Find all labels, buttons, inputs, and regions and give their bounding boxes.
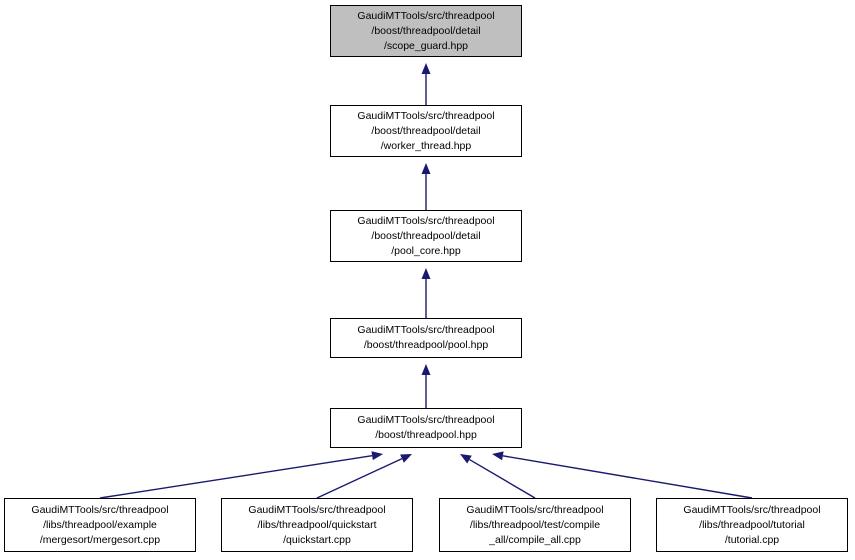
graph-node-label: GaudiMTTools/src/threadpool /boost/threa…	[357, 214, 495, 257]
graph-node-label: GaudiMTTools/src/threadpool /libs/thread…	[248, 503, 386, 546]
graph-node-scope_guard[interactable]: GaudiMTTools/src/threadpool /boost/threa…	[330, 5, 522, 57]
graph-node-label: GaudiMTTools/src/threadpool /boost/threa…	[357, 109, 495, 152]
dependency-edge	[316, 454, 412, 499]
edge-arrowhead	[371, 451, 383, 461]
edge-line	[99, 454, 373, 499]
edge-arrowhead	[460, 454, 472, 464]
graph-node-pool[interactable]: GaudiMTTools/src/threadpool /boost/threa…	[330, 318, 522, 358]
graph-node-label: GaudiMTTools/src/threadpool /libs/thread…	[466, 503, 604, 546]
dependency-edge	[421, 364, 431, 408]
graph-node-worker_thread[interactable]: GaudiMTTools/src/threadpool /boost/threa…	[330, 105, 522, 157]
dependency-edge	[421, 268, 431, 318]
graph-node-label: GaudiMTTools/src/threadpool /boost/threa…	[357, 324, 495, 351]
graph-node-label: GaudiMTTools/src/threadpool /libs/thread…	[683, 503, 821, 546]
graph-node-pool_core[interactable]: GaudiMTTools/src/threadpool /boost/threa…	[330, 210, 522, 262]
dependency-edge	[421, 163, 431, 210]
edge-arrowhead	[421, 63, 431, 74]
graph-node-label: GaudiMTTools/src/threadpool /libs/thread…	[31, 503, 169, 546]
graph-node-tutorial[interactable]: GaudiMTTools/src/threadpool /libs/thread…	[656, 498, 848, 552]
dependency-edge	[421, 63, 431, 105]
edge-line	[469, 458, 536, 499]
graph-node-label: GaudiMTTools/src/threadpool /boost/threa…	[357, 9, 495, 52]
dependency-edge	[99, 451, 383, 499]
edge-arrowhead	[421, 268, 431, 279]
edge-line	[502, 455, 753, 499]
edge-arrowhead	[421, 163, 431, 174]
graph-node-threadpool[interactable]: GaudiMTTools/src/threadpool /boost/threa…	[330, 408, 522, 448]
graph-node-quickstart[interactable]: GaudiMTTools/src/threadpool /libs/thread…	[221, 498, 413, 552]
graph-node-compile_all[interactable]: GaudiMTTools/src/threadpool /libs/thread…	[439, 498, 631, 552]
edge-arrowhead	[400, 454, 412, 463]
edge-arrowhead	[492, 451, 504, 461]
edge-arrowhead	[421, 364, 431, 375]
dependency-edge	[492, 451, 753, 499]
edge-line	[316, 457, 403, 499]
graph-node-mergesort[interactable]: GaudiMTTools/src/threadpool /libs/thread…	[4, 498, 196, 552]
dependency-edge	[460, 454, 536, 499]
graph-node-label: GaudiMTTools/src/threadpool /boost/threa…	[357, 414, 495, 441]
